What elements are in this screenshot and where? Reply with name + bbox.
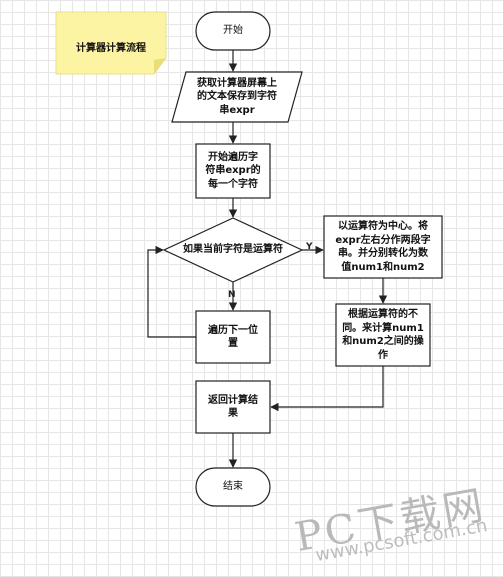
compute-label: 根据运算符的不 同。来计算num1 和num2之间的操 作	[342, 309, 424, 361]
split-process	[323, 215, 443, 279]
sticky-note	[55, 11, 167, 75]
return-process	[195, 380, 271, 434]
return-label: 返回计算结 果	[208, 394, 258, 420]
input-label: 获取计算器屏幕上 的文本保存到字符 串expr	[197, 77, 277, 116]
end-terminator	[195, 467, 271, 507]
split-label: 以运算符为中心。将 expr左右分作两段字 串。并分别转化为数 值num1和nu…	[335, 221, 431, 273]
no-edge-label: N	[228, 290, 236, 300]
sticky-note-label: 计算器计算流程	[76, 42, 146, 54]
next-position-process	[195, 310, 271, 364]
yes-edge-label: Y	[306, 242, 313, 252]
traverse-label: 开始遍历字 符串expr的 每一个字符	[205, 151, 261, 190]
edge-next-loop-back	[147, 245, 196, 338]
start-label: 开始	[223, 25, 243, 37]
compute-process	[335, 303, 431, 367]
next-position-label: 遍历下一位 置	[208, 324, 258, 350]
decision-label: 如果当前字符是运算符	[183, 244, 283, 256]
edge-compute-to-return	[270, 366, 384, 412]
input-parallelogram	[171, 71, 303, 123]
end-label: 结束	[223, 481, 243, 493]
